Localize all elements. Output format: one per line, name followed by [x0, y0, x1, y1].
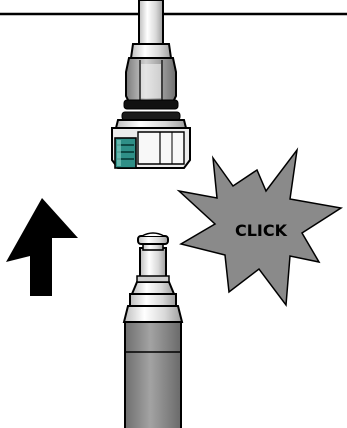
male-pipe-fitting-icon — [122, 232, 184, 428]
quick-connect-female-icon — [111, 0, 191, 169]
arrow-up-icon — [6, 198, 78, 296]
starburst-icon: CLICK — [176, 147, 344, 308]
click-label: CLICK — [235, 221, 288, 240]
